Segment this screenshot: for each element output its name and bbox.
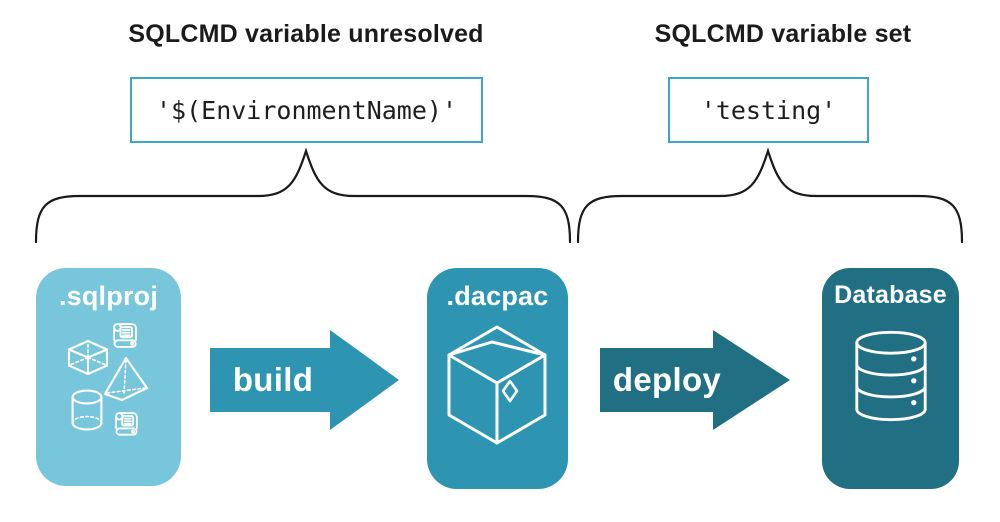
pyramid-icon bbox=[103, 356, 149, 402]
deploy-arrow-label: deploy bbox=[612, 361, 722, 398]
database-label: Database bbox=[834, 281, 947, 309]
cylinder-icon bbox=[71, 389, 103, 431]
database-node: Database bbox=[822, 268, 959, 489]
build-arrow bbox=[210, 330, 399, 430]
heading-sqlcmd-unresolved: SQLCMD variable unresolved bbox=[128, 20, 484, 48]
right-brace bbox=[576, 147, 964, 244]
sqlproj-label: .sqlproj bbox=[58, 281, 159, 311]
braces-layer bbox=[34, 147, 964, 244]
dacpac-label: .dacpac bbox=[446, 281, 549, 311]
code-testing-value: 'testing' bbox=[700, 95, 837, 125]
database-cylinder-icon bbox=[855, 330, 927, 422]
code-environment-variable: '$(EnvironmentName)' bbox=[155, 95, 458, 125]
sqlproj-node: .sqlproj bbox=[36, 268, 181, 486]
script-scroll-icon bbox=[115, 412, 138, 436]
code-box-testing-value: 'testing' bbox=[668, 77, 869, 143]
cube-icon bbox=[67, 339, 109, 376]
build-arrow-label: build bbox=[232, 361, 314, 398]
deploy-arrow bbox=[600, 330, 790, 430]
dacpac-node: .dacpac bbox=[427, 268, 568, 489]
schema-objects-icon bbox=[67, 323, 149, 436]
script-scroll-icon bbox=[113, 323, 137, 348]
package-box-icon bbox=[447, 325, 547, 445]
heading-sqlcmd-set: SQLCMD variable set bbox=[654, 20, 912, 48]
code-box-environment-variable: '$(EnvironmentName)' bbox=[130, 77, 483, 143]
left-brace bbox=[34, 147, 572, 244]
